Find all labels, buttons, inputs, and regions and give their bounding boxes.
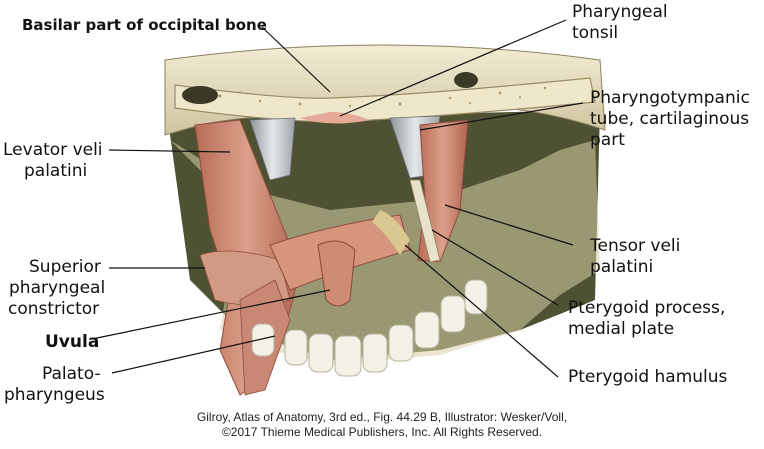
- label-line: palatini: [590, 257, 654, 277]
- label-line: pharyngeal: [9, 278, 106, 298]
- leader-lines: [91, 19, 584, 378]
- label-line: Pterygoid process,: [568, 298, 726, 318]
- label-line: Pharyngotympanic: [590, 88, 750, 108]
- label-levator-veli-palatini: Levator veli palatini: [3, 140, 103, 182]
- label-pterygoid-process: Pterygoid process, medial plate: [568, 298, 725, 340]
- label-uvula: Uvula: [45, 332, 100, 352]
- label-pharyngeal-tonsil: Pharyngeal tonsil: [572, 2, 668, 44]
- label-line: tonsil: [572, 23, 619, 43]
- label-line: Tensor veli: [590, 236, 681, 256]
- upper-teeth: [251, 279, 488, 377]
- uvula: [317, 240, 356, 307]
- foramen-right: [454, 72, 478, 88]
- label-line: Palato-: [42, 364, 101, 384]
- caption-line-2: ©2017 Thieme Medical Publishers, Inc. Al…: [221, 425, 543, 439]
- tube-cartilage-left: [249, 117, 296, 181]
- foramen-left: [182, 86, 218, 104]
- bone-texture: [218, 86, 547, 108]
- label-superior-pharyngeal-constrictor: Superior pharyngeal constrictor: [8, 257, 105, 320]
- pterygoid-hamulus: [372, 210, 410, 255]
- label-line: pharyngeus: [4, 385, 105, 405]
- label-line: part: [590, 130, 625, 150]
- label-palatopharyngeus: Palato- pharyngeus: [4, 364, 105, 406]
- label-line: constrictor: [8, 299, 100, 319]
- label-line: Superior: [29, 257, 101, 277]
- label-line: palatini: [24, 161, 88, 181]
- label-line: medial plate: [568, 319, 675, 339]
- label-pharyngotympanic-tube: Pharyngotympanic tube, cartilaginous par…: [590, 88, 750, 151]
- label-basilar-part: Basilar part of occipital bone: [22, 16, 267, 34]
- caption-line-1: Gilroy, Atlas of Anatomy, 3rd ed., Fig. …: [196, 410, 568, 424]
- label-line: Levator veli: [3, 140, 103, 160]
- label-pterygoid-hamulus: Pterygoid hamulus: [568, 367, 728, 387]
- label-line: Pharyngeal: [572, 2, 668, 22]
- pharyngeal-tonsil: [300, 112, 370, 124]
- label-tensor-veli-palatini: Tensor veli palatini: [590, 236, 680, 278]
- label-line: tube, cartilaginous: [590, 109, 750, 129]
- medial-pterygoid-plate: [409, 179, 441, 263]
